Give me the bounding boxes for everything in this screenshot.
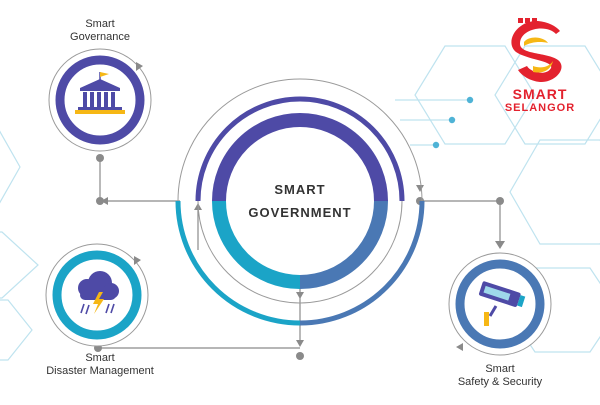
hexagon-right-3: [509, 139, 600, 245]
inner-ring-bottom-left: [212, 200, 301, 289]
outer-ring-top-arc: [195, 96, 405, 202]
connector-dot: [96, 154, 104, 162]
label-governance: Smart Governance: [40, 18, 160, 44]
center-title: SMART GOVERNMENT: [218, 178, 382, 224]
label-safety: Smart Safety & Security: [430, 363, 570, 389]
brand-line2: SELANGOR: [504, 102, 576, 114]
hexagon-right-2: [494, 45, 600, 145]
brand-line1: SMART: [512, 86, 568, 102]
arrow-down-safety: [495, 241, 505, 249]
label-governance-line1: Smart: [85, 18, 115, 30]
center-rings: [175, 78, 425, 326]
arrow-down-center: [296, 292, 304, 299]
decor-lines: [395, 96, 474, 149]
hexagon-left-bottom: [0, 231, 39, 299]
connector-lines: [98, 158, 501, 349]
node-governance: [48, 48, 152, 152]
hexagon-left-top: [0, 130, 21, 204]
hexagon-left-lower: [0, 299, 33, 361]
smart-selangor-logo-icon: [511, 18, 562, 83]
orbit-arrow: [134, 256, 141, 265]
decor-dot: [432, 141, 440, 149]
storm-cloud-icon: [78, 271, 119, 315]
orbit-arrow: [136, 62, 143, 71]
label-disaster-line1: Smart: [85, 352, 115, 364]
label-disaster-line2: Disaster Management: [46, 365, 154, 377]
center-title-line1: SMART: [274, 182, 326, 197]
connector-dot: [296, 352, 304, 360]
security-camera-icon: [478, 281, 526, 326]
brand-wordmark: SMART SELANGOR: [500, 86, 580, 115]
orbit-arrow: [456, 343, 463, 351]
label-governance-line2: Governance: [70, 31, 130, 43]
inner-ring-bottom-right: [299, 200, 388, 289]
node-safety: [448, 252, 552, 356]
outer-ring-bottom-right-arc: [299, 200, 425, 326]
inner-ring-top: [212, 113, 388, 202]
government-building-icon: [75, 72, 125, 114]
decor-dot: [448, 116, 456, 124]
arrow-left: [101, 197, 108, 205]
outer-ring-bottom-arc: [175, 200, 301, 326]
label-disaster: Smart Disaster Management: [25, 352, 175, 378]
center-title-line2: GOVERNMENT: [248, 205, 352, 220]
arrow-down-bottom: [296, 340, 304, 347]
node-disaster: [45, 243, 149, 347]
label-safety-line2: Safety & Security: [457, 376, 543, 388]
label-safety-line1: Smart: [485, 363, 515, 375]
decor-dot: [466, 96, 474, 104]
arrow-down-right: [416, 185, 424, 192]
connector-dot: [96, 197, 104, 205]
hexagon-right-1: [414, 45, 536, 145]
connector-dot: [496, 197, 504, 205]
